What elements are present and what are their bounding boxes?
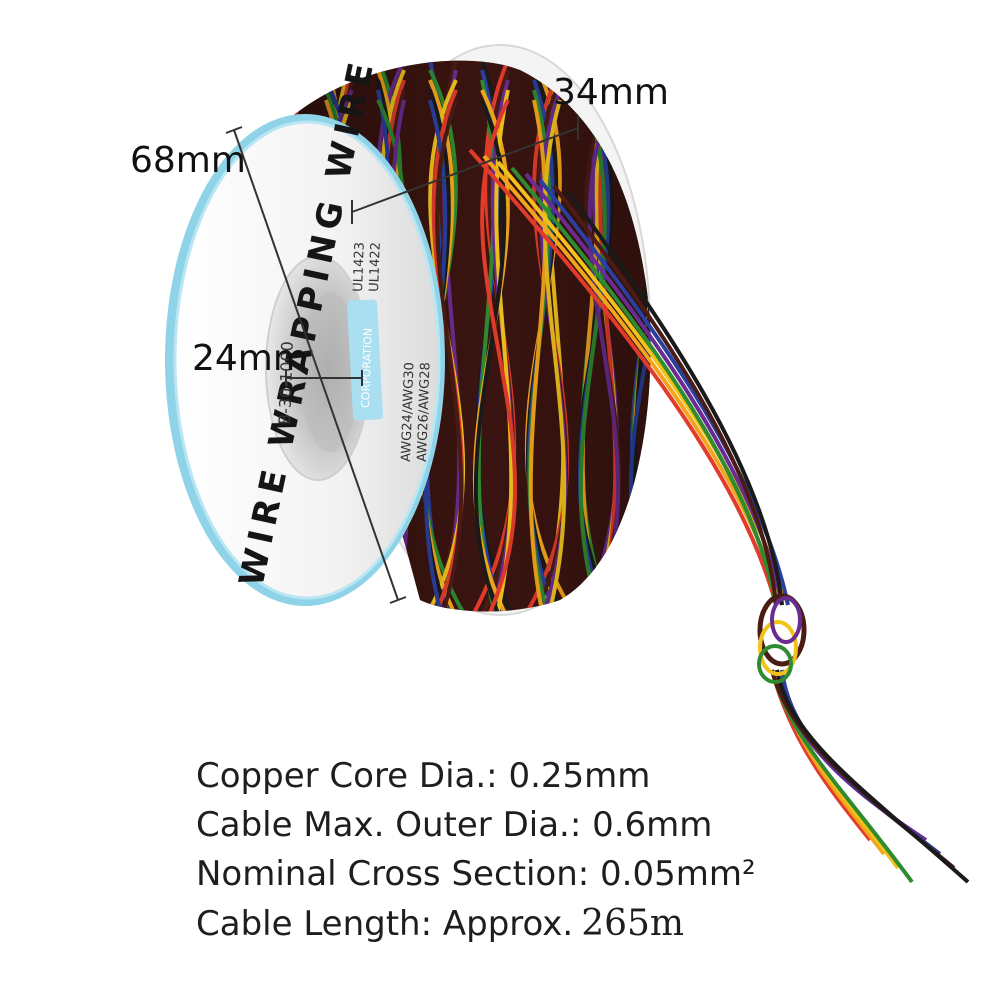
wire-tail-upper bbox=[510, 166, 778, 606]
dim-line-34 bbox=[351, 127, 579, 213]
dimension-width-label: 34mm bbox=[553, 72, 669, 113]
wire-tail-lower bbox=[775, 669, 970, 884]
wire-tails bbox=[468, 148, 970, 884]
label-line-3: UL1422 bbox=[367, 242, 384, 292]
dimension-outer-label: 68mm bbox=[130, 140, 246, 181]
wire-knot bbox=[757, 593, 807, 684]
wire-tail-upper bbox=[552, 184, 778, 606]
spec-outer-diameter: Cable Max. Outer Dia.: 0.6mm bbox=[196, 805, 713, 845]
spec-list: Copper Core Dia.: 0.25mm Cable Max. Oute… bbox=[196, 752, 756, 949]
spec-cross-section: Nominal Cross Section: 0.05mm² bbox=[196, 854, 756, 894]
spec-length-value: 265m bbox=[581, 903, 685, 944]
label-line-4: AWG24/AWG30 bbox=[399, 362, 417, 462]
wire-tail-upper bbox=[566, 190, 784, 606]
dimension-lines bbox=[225, 116, 579, 604]
front-flange: WIRE WRAPPING WIRE B-30-1000 UL1423 UL14… bbox=[165, 54, 445, 606]
label-line-5: AWG26/AWG28 bbox=[415, 362, 433, 462]
wire-tail-upper bbox=[468, 148, 778, 606]
spec-cable-length: Cable Length: Approx.265m bbox=[196, 899, 756, 949]
label-tag bbox=[347, 299, 383, 421]
dim-line-68 bbox=[233, 129, 399, 601]
label-line-2: UL1423 bbox=[351, 242, 368, 292]
dimension-inner-label: 24mm bbox=[192, 338, 308, 379]
label-line-6: CORPORATION bbox=[359, 328, 375, 408]
spec-length-label: Cable Length: Approx. bbox=[196, 904, 574, 944]
spec-core-diameter: Copper Core Dia.: 0.25mm bbox=[196, 756, 651, 796]
